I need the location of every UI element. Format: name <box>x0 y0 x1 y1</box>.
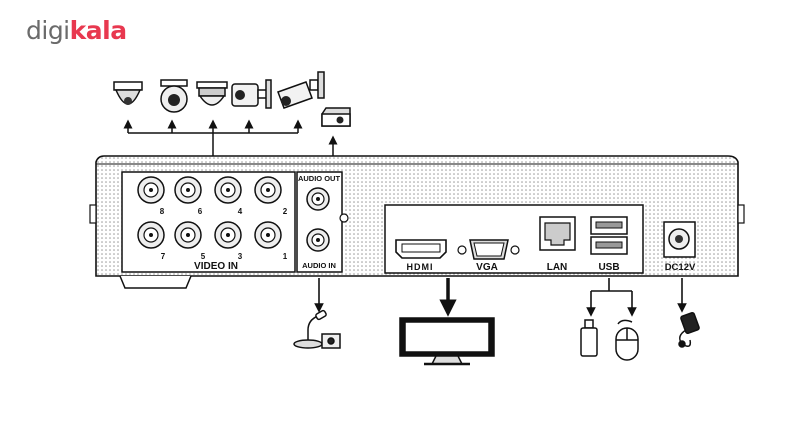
bullet-camera-large-icon <box>277 71 325 109</box>
bnc-port-3[interactable] <box>214 221 242 249</box>
microphone-icon <box>293 309 341 349</box>
ptz-dome-camera-icon <box>160 79 188 113</box>
bnc-number-2: 2 <box>283 207 288 216</box>
bnc-port-5[interactable] <box>174 221 202 249</box>
bnc-number-3: 3 <box>238 252 243 261</box>
power-port[interactable] <box>663 221 696 258</box>
bnc-port-1[interactable] <box>254 221 282 249</box>
vga-label: VGA <box>476 262 498 273</box>
audio-out-label: AUDIO OUT <box>298 174 341 183</box>
audio-in-jack[interactable] <box>306 228 330 252</box>
usb-port-bottom[interactable] <box>590 236 628 255</box>
bnc-port-2[interactable] <box>254 176 282 204</box>
audio-out-jack[interactable] <box>306 187 330 211</box>
usb-label: USB <box>598 262 619 273</box>
usb-connection-arrows <box>586 278 637 317</box>
bnc-number-7: 7 <box>161 252 166 261</box>
usb-port-top[interactable] <box>590 216 628 235</box>
speaker-icon <box>321 107 351 127</box>
bnc-port-7[interactable] <box>137 221 165 249</box>
bnc-number-8: 8 <box>160 207 165 216</box>
audio-in-label: AUDIO IN <box>302 261 336 270</box>
monitor-icon <box>399 317 495 366</box>
usb-flash-drive-icon <box>580 319 598 357</box>
lan-label: LAN <box>547 262 568 273</box>
hdmi-label: HDMI <box>407 262 434 272</box>
bnc-port-6[interactable] <box>174 176 202 204</box>
logo-part2: kala <box>69 16 127 45</box>
bnc-number-6: 6 <box>198 207 203 216</box>
lan-port[interactable] <box>539 216 576 251</box>
power-label: DC12V <box>665 262 696 273</box>
digikala-logo: digikala <box>26 16 127 45</box>
bnc-number-4: 4 <box>238 207 243 216</box>
audio-panel <box>296 171 349 273</box>
bnc-number-1: 1 <box>283 252 288 261</box>
dome-camera-icon <box>113 81 143 105</box>
vga-port[interactable] <box>457 239 520 260</box>
bnc-port-8[interactable] <box>137 176 165 204</box>
logo-part1: digi <box>26 16 70 45</box>
hdmi-port[interactable] <box>395 239 447 259</box>
bullet-camera-icon <box>231 79 272 109</box>
power-adapter-icon <box>678 311 700 348</box>
bnc-number-5: 5 <box>201 252 206 261</box>
vandal-dome-camera-icon <box>196 81 228 106</box>
mouse-icon <box>615 319 639 361</box>
bnc-port-4[interactable] <box>214 176 242 204</box>
video-in-label: VIDEO IN <box>194 261 238 272</box>
